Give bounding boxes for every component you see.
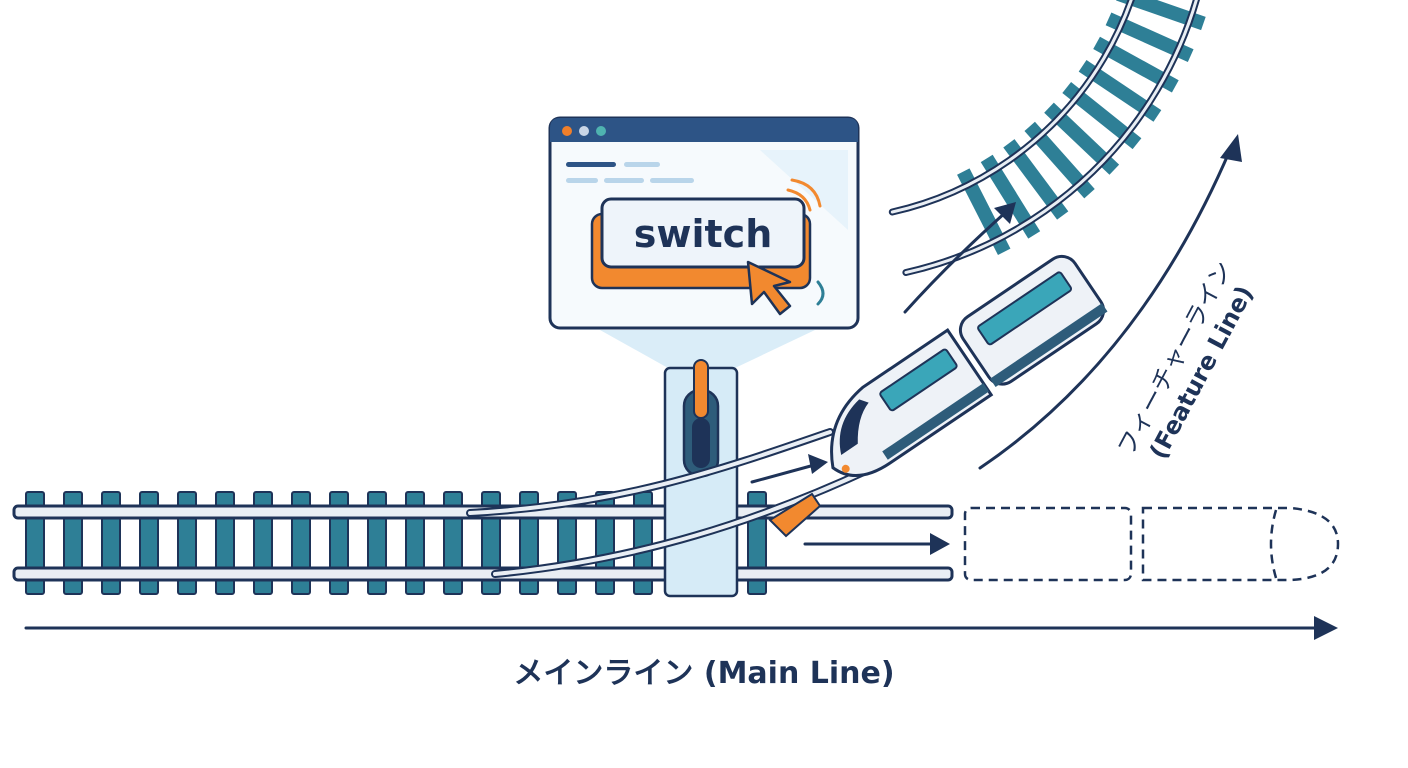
switch-button-label: switch (634, 212, 773, 256)
feature-rail-inner-highlight (890, 0, 1133, 214)
feature-rail-outer-highlight (904, 0, 1198, 274)
window-dot-2 (579, 126, 589, 136)
switch-blade (768, 492, 822, 538)
switch-button[interactable] (600, 197, 806, 269)
switch-window: switch (548, 116, 860, 330)
ghost-train (963, 506, 1340, 582)
feature-track (888, 0, 1206, 276)
cursor-icon (746, 260, 792, 316)
train (830, 254, 1108, 478)
feature-rail-inner (888, 0, 1135, 216)
motion-arrows (24, 148, 1328, 630)
window-dot-1 (562, 126, 572, 136)
diverging-rails (466, 428, 872, 578)
window-dot-3 (596, 126, 606, 136)
projection-beam (600, 330, 815, 368)
main-line-label: メインライン (Main Line) (513, 656, 894, 691)
feature-line-label-group: フィーチャーライン (Feature Line) (1112, 257, 1259, 464)
arrow-heads (808, 134, 1338, 640)
click-ripple-icon-2 (816, 280, 825, 306)
click-ripple-icon (786, 178, 822, 212)
main-rail-bottom (12, 566, 954, 582)
